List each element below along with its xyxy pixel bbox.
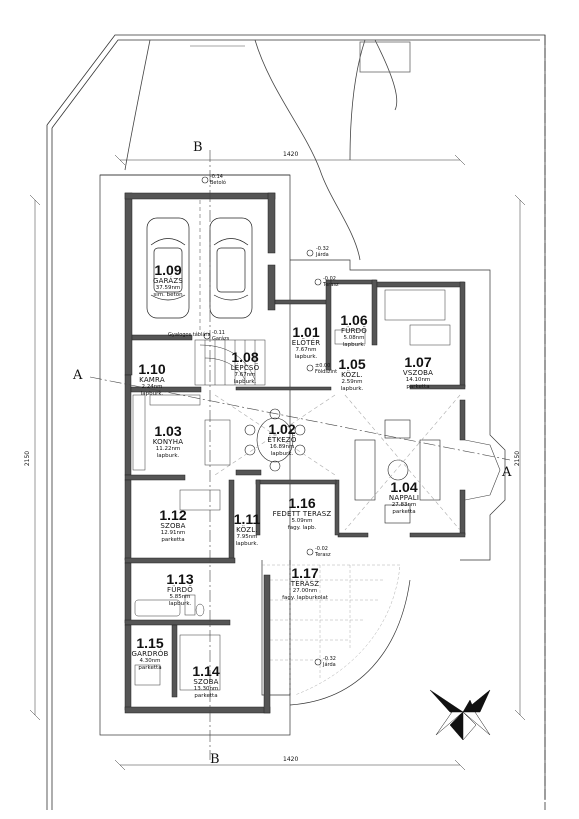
- garage-cars: [146, 200, 253, 332]
- section-marker-b-top: B: [193, 140, 203, 155]
- section-marker-a-right: A: [502, 465, 512, 480]
- section-lines: [89, 150, 511, 760]
- beds: [134, 489, 221, 691]
- dimension-left: 2150: [24, 450, 32, 467]
- dimension-lines: [29, 154, 526, 771]
- dining-table: [214, 394, 336, 476]
- gate-note: Gyalogos táblára: [168, 332, 211, 338]
- north-arrow-icon: [429, 689, 491, 741]
- bathroom-fixtures: [134, 289, 451, 617]
- dimension-top: 1420: [283, 151, 299, 158]
- section-marker-b-bottom: B: [210, 752, 220, 767]
- driveway: [124, 39, 411, 261]
- section-marker-a-left: A: [73, 368, 83, 383]
- building-outline: [99, 174, 506, 736]
- dimension-right: 2150: [514, 450, 522, 467]
- staircase: [194, 339, 266, 386]
- kitchen-counters: [132, 394, 231, 471]
- dimension-bottom: 1420: [283, 756, 299, 763]
- terrace-grid: [262, 564, 401, 696]
- walls: [124, 192, 466, 714]
- plot-boundary: [46, 34, 546, 810]
- level-markers: [201, 176, 322, 666]
- living-furniture: [344, 394, 501, 531]
